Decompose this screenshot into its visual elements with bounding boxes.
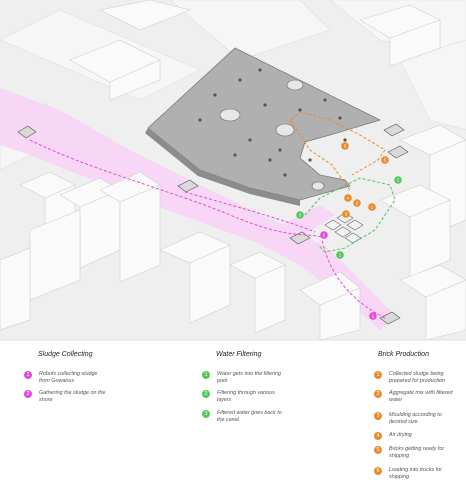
step-text: Moulding according to desired size xyxy=(389,412,442,425)
step-text: Robots collecting sludge from Gowanus xyxy=(39,371,98,384)
step-text: Air drying xyxy=(389,432,412,438)
orange-marker-5-label: 5 xyxy=(384,158,387,163)
building-massing xyxy=(0,0,466,341)
magenta-marker-1 xyxy=(369,312,377,320)
step-text: Filtering through various layers xyxy=(217,390,275,403)
legend-title-sludge: Sludge Collecting xyxy=(38,351,93,358)
step-text: Water gets into the filtering pool xyxy=(217,371,282,384)
basin-pools xyxy=(219,79,325,191)
step-number-badge: 6 xyxy=(374,467,382,475)
green-marker-2 xyxy=(394,176,402,184)
orange-marker-1-label: 1 xyxy=(371,205,374,210)
green-marker-2-label: 2 xyxy=(397,178,400,183)
pink-cross-street xyxy=(280,205,335,238)
step-number-badge: 2 xyxy=(374,390,382,398)
legend-step: 3 Filtered water goes back to the canal xyxy=(202,410,286,423)
green-marker-3 xyxy=(296,211,304,219)
magenta-route-2 xyxy=(184,191,316,233)
legend-step: 2 Gathering the sludge on the shore xyxy=(24,390,108,403)
orange-marker-4 xyxy=(344,194,352,202)
orange-marker-6-label: 6 xyxy=(344,144,347,149)
step-number-badge: 3 xyxy=(202,410,210,418)
orange-marker-3-label: 3 xyxy=(345,212,348,217)
green-marker-1 xyxy=(336,251,344,259)
legend-title-water: Water Filtering xyxy=(216,351,262,358)
legend-step: 1 Robots collecting sludge from Gowanus xyxy=(24,371,108,384)
magenta-route xyxy=(29,139,323,238)
green-markers xyxy=(296,176,402,259)
step-number-badge: 1 xyxy=(24,371,32,379)
step-text: Filtered water goes back to the canal xyxy=(217,410,282,423)
magenta-marker-2-label: 2 xyxy=(323,233,326,238)
orange-marker-1 xyxy=(368,203,376,211)
orange-marker-4-label: 4 xyxy=(347,196,350,201)
magenta-route-3 xyxy=(321,239,386,319)
basin-edge xyxy=(145,128,300,206)
orange-marker-2-label: 2 xyxy=(356,201,359,206)
orange-markers xyxy=(341,142,389,218)
orange-marker-3 xyxy=(342,210,350,218)
legend-step: 6 Loading into trucks for shipping xyxy=(374,467,458,480)
legend-step: 2 Filtering through various layers xyxy=(202,390,286,403)
step-text: Collected sludge being prepared for prod… xyxy=(389,371,446,384)
legend-title-brick: Brick Production xyxy=(378,351,429,358)
legend-step: 1 Collected sludge being prepared for pr… xyxy=(374,371,458,384)
step-text: Aggregate mix with filtered water xyxy=(389,390,453,403)
legend-step: 4 Air drying xyxy=(374,432,458,440)
green-marker-3-label: 3 xyxy=(299,213,302,218)
legend-step: 2 Aggregate mix with filtered water xyxy=(374,390,458,403)
step-number-badge: 1 xyxy=(374,371,382,379)
step-number-badge: 2 xyxy=(24,390,32,398)
green-marker-1-label: 1 xyxy=(339,253,342,258)
routes xyxy=(29,111,396,319)
step-text: Gathering the sludge on the shore xyxy=(39,390,106,403)
magenta-marker-2 xyxy=(320,231,328,239)
step-number-badge: 4 xyxy=(374,432,382,440)
marker-labels: 1 2 1 2 3 1 2 3 4 5 6 xyxy=(299,144,400,319)
step-number-badge: 3 xyxy=(374,412,382,420)
legend-step: 5 Bricks getting ready for shipping xyxy=(374,446,458,459)
magenta-marker-1-label: 1 xyxy=(372,314,375,319)
green-route xyxy=(304,177,396,253)
step-number-badge: 2 xyxy=(202,390,210,398)
magenta-markers xyxy=(320,231,377,320)
orange-route xyxy=(289,111,386,191)
legend-step: 1 Water gets into the filtering pool xyxy=(202,371,286,384)
pink-street xyxy=(0,88,395,330)
legend-step: 3 Moulding according to desired size xyxy=(374,412,458,425)
orange-marker-5 xyxy=(381,156,389,164)
step-number-badge: 5 xyxy=(374,446,382,454)
orange-marker-2 xyxy=(353,199,361,207)
orange-marker-6 xyxy=(341,142,349,150)
step-text: Loading into trucks for shipping xyxy=(389,467,443,480)
step-text: Bricks getting ready for shipping xyxy=(389,446,445,459)
step-number-badge: 1 xyxy=(202,371,210,379)
basin-holes xyxy=(198,68,347,177)
